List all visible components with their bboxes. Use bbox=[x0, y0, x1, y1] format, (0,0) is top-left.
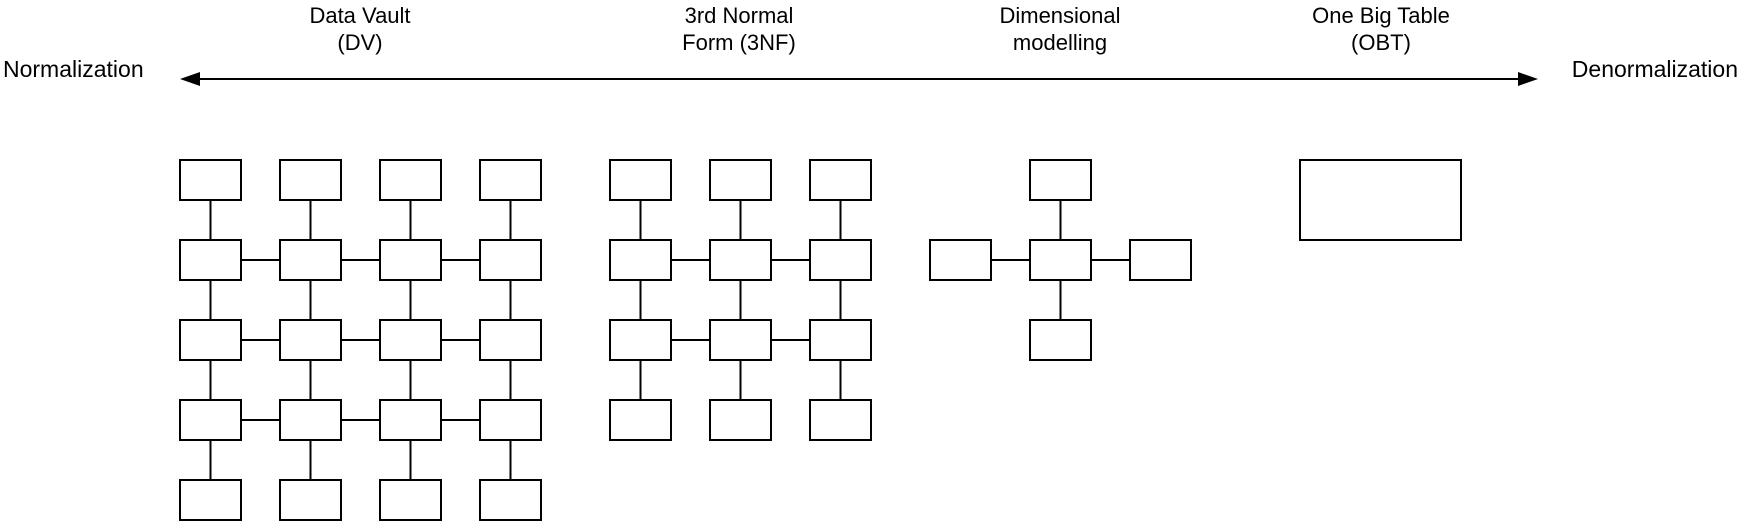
dimensional-modelling-box bbox=[929, 239, 992, 281]
data-vault-box bbox=[279, 399, 342, 441]
denormalization-label: Denormalization bbox=[1571, 56, 1738, 82]
data-vault-box bbox=[279, 479, 342, 521]
diagram-shapes bbox=[179, 159, 1462, 521]
data-vault-box bbox=[379, 399, 442, 441]
one-big-table-box bbox=[1299, 159, 1462, 241]
dimensional-modelling-box bbox=[1129, 239, 1192, 281]
data-vault-box bbox=[479, 239, 542, 281]
group-label-line1: Dimensional bbox=[999, 3, 1121, 28]
third-normal-form-box bbox=[609, 159, 672, 201]
data-vault-box bbox=[179, 159, 242, 201]
group-label-line2: (OBT) bbox=[1351, 30, 1411, 55]
group-label-line2: modelling bbox=[1012, 30, 1108, 55]
dimensional-modelling-box bbox=[1029, 319, 1092, 361]
third-normal-form-box bbox=[609, 399, 672, 441]
group-label-dimensional-modelling: Dimensional modelling bbox=[999, 2, 1120, 56]
data-vault-box bbox=[179, 479, 242, 521]
data-vault-box bbox=[479, 399, 542, 441]
third-normal-form-box bbox=[609, 319, 672, 361]
third-normal-form-box bbox=[609, 239, 672, 281]
third-normal-form-box bbox=[709, 239, 772, 281]
spectrum-arrowhead-right bbox=[1518, 72, 1538, 86]
third-normal-form-box bbox=[709, 159, 772, 201]
data-vault-box bbox=[179, 399, 242, 441]
data-vault-box bbox=[379, 239, 442, 281]
group-label-third-normal-form: 3rd Normal Form (3NF) bbox=[682, 2, 796, 56]
group-label-one-big-table: One Big Table (OBT) bbox=[1312, 2, 1450, 56]
third-normal-form-box bbox=[709, 319, 772, 361]
data-vault-box bbox=[379, 159, 442, 201]
data-vault-box bbox=[479, 479, 542, 521]
data-vault-box bbox=[479, 159, 542, 201]
data-vault-box bbox=[279, 239, 342, 281]
third-normal-form-box bbox=[809, 159, 872, 201]
third-normal-form-box bbox=[809, 399, 872, 441]
data-vault-box bbox=[179, 239, 242, 281]
group-label-line2: Form (3NF) bbox=[682, 30, 796, 55]
normalization-label: Normalization bbox=[3, 56, 144, 82]
data-vault-box bbox=[179, 319, 242, 361]
third-normal-form-box bbox=[709, 399, 772, 441]
data-vault-box bbox=[379, 479, 442, 521]
spectrum-arrow bbox=[180, 72, 1538, 86]
third-normal-form-box bbox=[809, 319, 872, 361]
data-vault-box bbox=[279, 159, 342, 201]
data-vault-box bbox=[279, 319, 342, 361]
dimensional-modelling-box bbox=[1029, 239, 1092, 281]
group-label-line2: (DV) bbox=[337, 30, 383, 55]
spectrum-arrowhead-left bbox=[180, 72, 200, 86]
group-label-line1: One Big Table bbox=[1312, 3, 1450, 28]
third-normal-form-box bbox=[809, 239, 872, 281]
group-label-line1: 3rd Normal bbox=[684, 3, 794, 28]
dimensional-modelling-box bbox=[1029, 159, 1092, 201]
group-label-line1: Data Vault bbox=[309, 3, 411, 28]
data-vault-box bbox=[479, 319, 542, 361]
data-vault-box bbox=[379, 319, 442, 361]
group-label-data-vault: Data Vault (DV) bbox=[309, 2, 410, 56]
